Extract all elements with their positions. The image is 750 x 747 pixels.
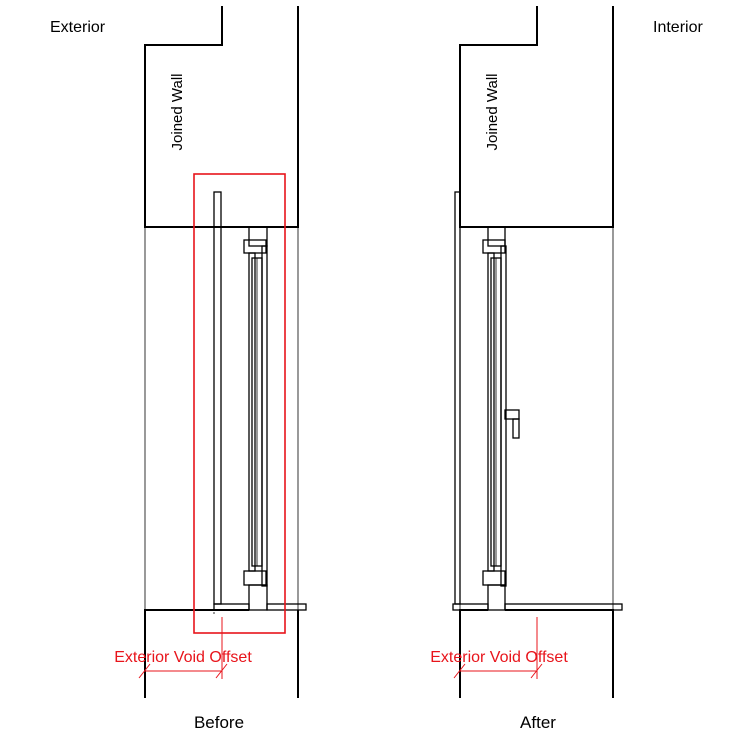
- interior-label: Interior: [653, 19, 703, 36]
- sill-after: [452, 603, 623, 611]
- joined-wall-after: [459, 6, 614, 228]
- sill-before: [213, 603, 307, 614]
- exterior-casing-before: [213, 191, 222, 605]
- exterior-casing-after: [454, 191, 461, 605]
- offset-dimension-before: [138, 617, 228, 679]
- highlight-box: [193, 173, 286, 634]
- window-frame-before: [243, 226, 268, 611]
- caption-after: After: [520, 713, 556, 732]
- joined-wall-label-after: Joined Wall: [484, 74, 501, 151]
- after-section: [452, 6, 623, 698]
- window-frame-after: [482, 226, 507, 611]
- joined-wall-before: [144, 6, 299, 228]
- exterior-label: Exterior: [50, 19, 106, 36]
- offset-dimension-after: [453, 617, 543, 679]
- exterior-void-offset-label-before: Exterior Void Offset: [114, 649, 252, 666]
- caption-before: Before: [194, 713, 244, 732]
- joined-wall-label-before: Joined Wall: [169, 74, 186, 151]
- window-handle-after: [504, 409, 520, 439]
- exterior-void-offset-label-after: Exterior Void Offset: [430, 649, 568, 666]
- before-section: [138, 6, 307, 698]
